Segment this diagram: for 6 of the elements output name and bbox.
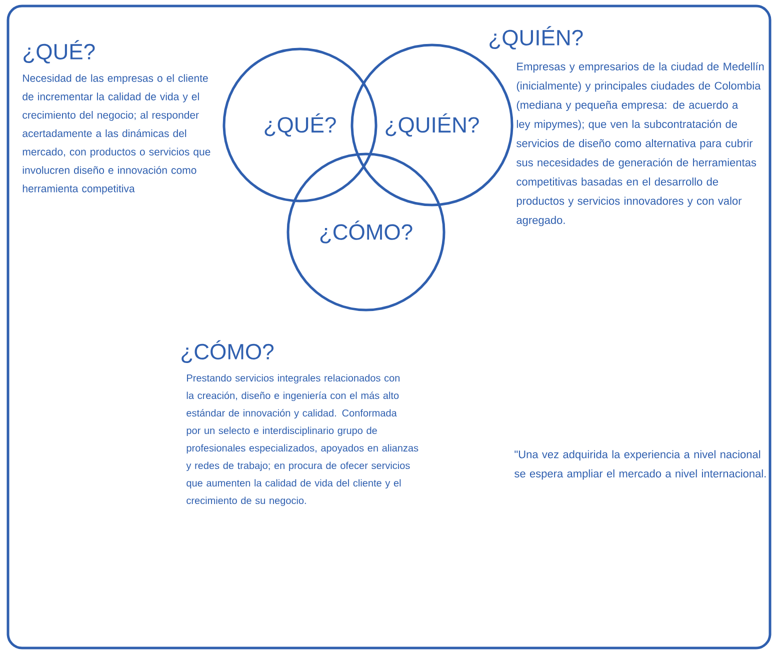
paragraph: Empresas y empresarios de la ciudad de Medellín (inicialmente) y principales ciudades de Colombia (mediana y pequeña empresa: de acuerdo a ley mipymes); que ven la subcontratación de servicios de diseño como alternativa para cubrir sus necesidades de generación de herramientas competitivas basadas en el desarrollo de productos y servicios innovadores y con valor agregado. (516, 62, 764, 226)
paragraph: "Una vez adquirida la experiencia a nivel nacional se espera ampliar el mercado a nivel internacional. (514, 450, 766, 480)
heading: ¿QUÉ? (24, 40, 95, 64)
heading: ¿CÓMO? (182, 340, 274, 363)
paragraph: Necesidad de las empresas o el cliente de incrementar la calidad de vida y el crecimiento del negocio; al responder acertadamente a las dinámicas del mercado, con productos o servicios que involucren diseño e innovación como herramienta competitiva (22, 74, 210, 194)
paragraph: Prestando servicios integrales relacionados con la creación, diseño e ingeniería con el más alto estándar de innovación y calidad. Conformada por un selecto e interdisciplinario grupo de profesionales especializados, apoyados en alianzas y redes de trabajo; en procura de ofecer servicios que aumenten la calidad de vida del cliente y el crecimiento de su negocio. (186, 374, 418, 506)
